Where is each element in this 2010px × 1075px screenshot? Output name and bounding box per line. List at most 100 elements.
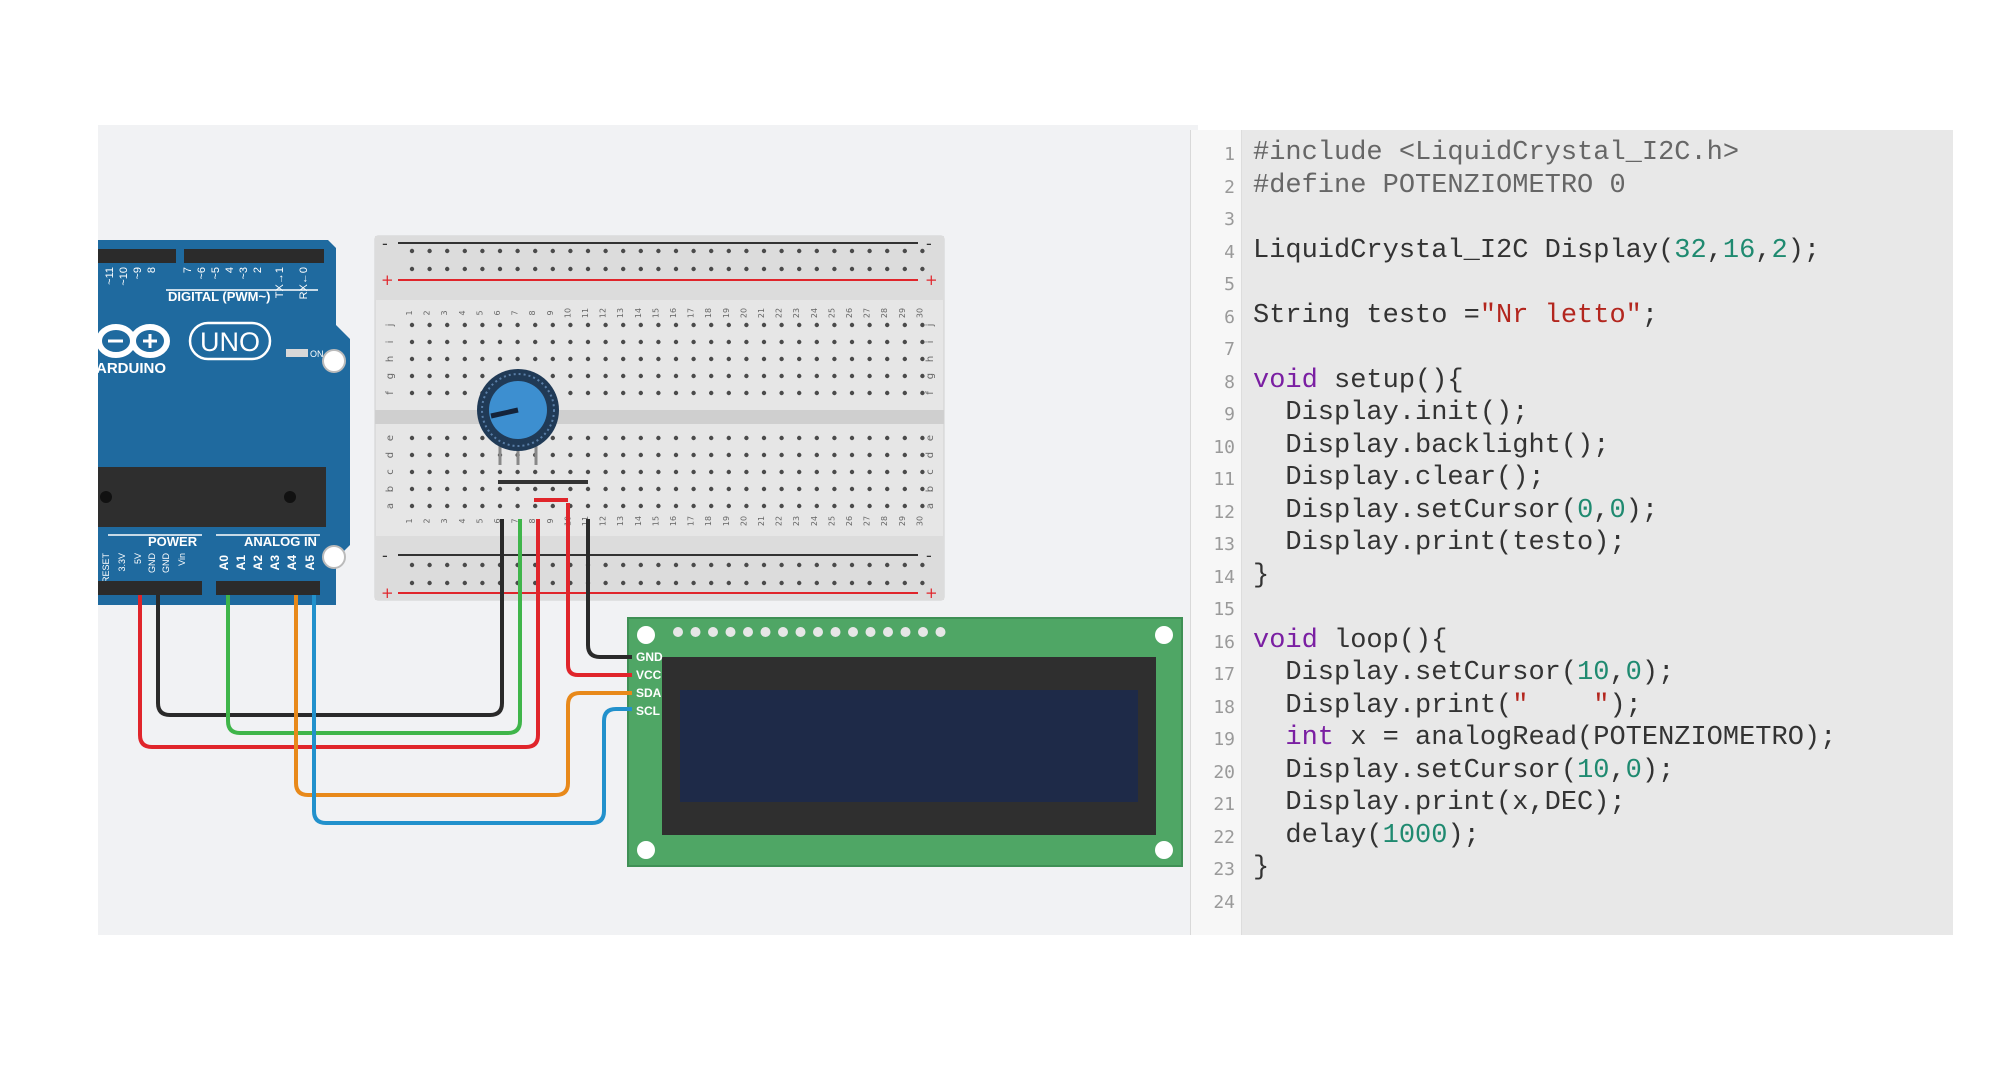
breadboard-column-label: 30 (915, 516, 924, 526)
breadboard-column-label: 25 (827, 308, 836, 318)
breadboard-column-label: 13 (616, 516, 625, 526)
line-number: 22 (1213, 826, 1235, 848)
breadboard-column-label: 8 (528, 310, 537, 315)
lcd-pin-label: GND (636, 650, 663, 664)
lcd-i2c-display[interactable]: GND VCC SDA SCL (627, 617, 1183, 867)
potentiometer[interactable] (477, 369, 559, 465)
code-line[interactable]: Display.init(); (1253, 398, 1529, 428)
analog-pin-label: A2 (251, 555, 265, 571)
breadboard-column-label: 21 (757, 308, 766, 318)
breadboard-column-label: 3 (440, 518, 449, 523)
lcd-pin-label: VCC (636, 668, 662, 682)
breadboard-column-label: 16 (669, 308, 678, 318)
breadboard-column-label: 14 (634, 308, 643, 318)
rail-minus-top-left: - (382, 234, 388, 253)
line-number: 18 (1213, 696, 1235, 718)
breadboard-column-label: 27 (863, 516, 872, 526)
code-line[interactable]: Display.clear(); (1253, 463, 1545, 493)
breadboard-column-label: 5 (475, 310, 484, 315)
arduino-logo (98, 324, 170, 358)
line-number: 12 (1213, 501, 1235, 523)
line-number: 16 (1213, 631, 1235, 653)
breadboard-column-label: 14 (634, 516, 643, 526)
breadboard-column-label: 25 (827, 516, 836, 526)
line-number: 24 (1213, 891, 1235, 913)
reset-button[interactable] (322, 349, 346, 373)
breadboard-row-label: a (385, 503, 396, 509)
breadboard-column-label: 2 (423, 310, 432, 315)
code-line[interactable]: LiquidCrystal_I2C Display(32,16,2); (1253, 235, 1821, 266)
code-line[interactable]: void loop(){ (1253, 625, 1448, 656)
breadboard[interactable]: - + - + - + - + 112233445566778899101011… (374, 234, 945, 602)
line-number: 19 (1213, 729, 1235, 750)
digital-pin-label: ~11 (104, 267, 116, 285)
breadboard-row-label: a (925, 503, 936, 509)
digital-pin-label: ~5 (210, 267, 222, 280)
line-number: 3 (1224, 209, 1235, 230)
code-line[interactable]: void setup(){ (1253, 365, 1464, 396)
line-number: 5 (1224, 274, 1235, 295)
breadboard-column-label: 15 (651, 516, 660, 526)
line-number: 4 (1224, 241, 1235, 263)
wire-a0-green (226, 519, 522, 735)
line-number: 1 (1224, 144, 1235, 165)
breadboard-column-label: 30 (915, 308, 924, 318)
rail-plus-top-left: + (381, 271, 394, 289)
lcd-pin-label: SDA (636, 686, 662, 700)
breadboard-column-label: 15 (651, 308, 660, 318)
code-line[interactable]: Display.backlight(); (1253, 430, 1610, 461)
rail-minus-bottom-left: - (382, 546, 388, 565)
code-line[interactable]: int x = analogRead(POTENZIOMETRO); (1285, 723, 1837, 753)
line-number: 9 (1224, 404, 1235, 425)
code-line[interactable]: delay(1000); (1253, 820, 1480, 851)
analog-pin-label: A0 (217, 555, 231, 571)
breadboard-column-label: 29 (898, 516, 907, 526)
wires (138, 503, 632, 825)
brand-name: ARDUINO (98, 360, 166, 377)
digital-label: DIGITAL (PWM~) (168, 289, 270, 304)
breadboard-column-label: 17 (687, 516, 696, 526)
code-line[interactable]: Display.print(x,DEC); (1253, 788, 1626, 818)
wire-gnd-black (156, 519, 504, 717)
code-line[interactable]: Display.setCursor(0,0); (1253, 495, 1659, 526)
code-line[interactable]: Display.setCursor(10,0); (1253, 755, 1675, 786)
breadboard-column-label: 9 (546, 310, 555, 315)
breadboard-column-label: 8 (528, 518, 537, 523)
code-line[interactable]: #define POTENZIOMETRO 0 (1253, 170, 1626, 201)
breadboard-column-label: 28 (880, 308, 889, 318)
breadboard-column-label: 2 (423, 518, 432, 523)
power-pin-label: RESET (101, 553, 111, 584)
line-number: 17 (1213, 664, 1235, 685)
lcd-screen (680, 690, 1138, 802)
code-line[interactable]: Display.print(" "); (1253, 690, 1642, 721)
code-line[interactable]: #include <LiquidCrystal_I2C.h> (1253, 138, 1740, 168)
breadboard-column-label: 28 (880, 516, 889, 526)
breadboard-row-label: f (385, 391, 396, 395)
breadboard-row-label: d (385, 452, 396, 458)
breadboard-column-label: 17 (687, 308, 696, 318)
line-number: 15 (1213, 599, 1235, 620)
analog-pin-label: A5 (303, 555, 317, 571)
line-number: 8 (1224, 371, 1235, 393)
breadboard-row-label: i (385, 341, 396, 344)
breadboard-column-label: 24 (810, 516, 819, 526)
breadboard-row-label: g (925, 373, 936, 379)
rail-minus-bottom-right: - (926, 546, 932, 565)
breadboard-row-label: b (925, 486, 936, 492)
breadboard-column-label: 16 (669, 516, 678, 526)
code-line[interactable]: Display.print(testo); (1253, 528, 1626, 558)
line-number: 14 (1213, 566, 1235, 588)
digital-pin-label: 2 (252, 267, 264, 273)
code-line[interactable]: String testo ="Nr letto"; (1253, 300, 1659, 331)
lcd-pin-label: SCL (636, 704, 660, 718)
breadboard-column-label: 26 (845, 308, 854, 318)
wire-5v-red (138, 519, 540, 749)
rail-minus-top-right: - (926, 234, 932, 253)
code-line[interactable]: } (1253, 560, 1270, 591)
code-line[interactable]: Display.setCursor(10,0); (1253, 658, 1675, 688)
code-line[interactable]: } (1253, 853, 1270, 883)
breadboard-column-label: 4 (458, 310, 467, 315)
